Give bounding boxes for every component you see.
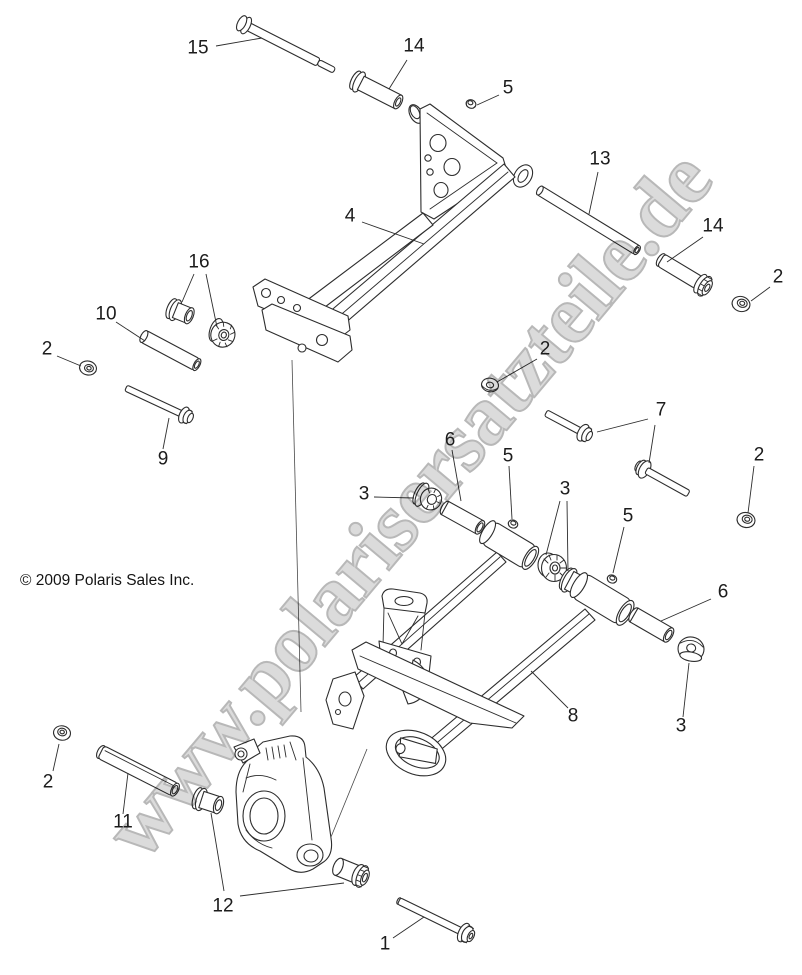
small-nut-top-icon — [465, 99, 477, 109]
callout-3-center: 3 — [559, 478, 571, 500]
spacer-tube-bottom-icon — [95, 745, 180, 797]
callout-5-center-left: 5 — [502, 445, 514, 467]
callout-3-lower-right: 3 — [675, 715, 687, 737]
callout-15: 15 — [187, 37, 209, 59]
bushing-3b-icon — [537, 552, 568, 583]
spacer-sleeve-right-icon — [628, 607, 675, 643]
flange-washer-center-icon — [480, 377, 500, 393]
leader-lines — [52, 37, 771, 939]
shoulder-bolt-right-icon — [655, 253, 713, 297]
flange-locknut-right-icon — [736, 511, 756, 529]
spacer-sleeve-center-icon — [439, 500, 486, 535]
callout-2-center: 2 — [539, 338, 551, 360]
spacer-sleeve-top-icon — [349, 70, 404, 110]
small-nut-center-right-icon — [606, 574, 618, 584]
flange-bolt-left-icon — [124, 385, 194, 425]
pivot-shaft-icon — [535, 185, 641, 256]
callout-16: 16 — [188, 251, 210, 273]
bushing-16b-icon — [208, 318, 236, 348]
callout-2-right: 2 — [753, 444, 765, 466]
copyright-text: © 2009 Polaris Sales Inc. — [20, 572, 195, 589]
callout-5-center-right: 5 — [622, 505, 634, 527]
bushing-3d-icon — [677, 636, 705, 662]
callout-2-bottom-left: 2 — [42, 771, 54, 793]
callout-2-left: 2 — [41, 338, 53, 360]
small-nut-center-left-icon — [507, 519, 519, 529]
callout-8: 8 — [567, 705, 579, 727]
hex-flange-bolt-bottom-icon — [396, 897, 476, 944]
flange-locknut-top-right-icon — [731, 295, 751, 313]
callout-6-center: 6 — [444, 429, 456, 451]
flange-locknut-bottom-left-icon — [52, 725, 72, 741]
callout-10: 10 — [95, 303, 117, 325]
flange-bolt-7b-icon — [634, 459, 690, 497]
bushing-3a-icon — [412, 482, 443, 511]
callout-14-top: 14 — [403, 35, 425, 57]
knuckle-bushing-left-icon — [191, 787, 225, 815]
knuckle-bushing-right-icon — [332, 857, 370, 888]
callout-2-top-right: 2 — [772, 266, 784, 288]
flange-bolt-7a-icon — [544, 410, 594, 443]
flange-locknut-left-icon — [78, 360, 97, 376]
long-pivot-bolt-icon — [235, 15, 336, 73]
callout-11: 11 — [113, 811, 133, 833]
callout-6-right: 6 — [717, 581, 729, 603]
callout-5-top: 5 — [502, 77, 514, 99]
a-arm-icon — [252, 103, 534, 363]
callout-1: 1 — [379, 933, 391, 955]
callout-14-right: 14 — [702, 215, 724, 237]
knuckle-icon — [233, 735, 333, 873]
callout-13: 13 — [589, 148, 611, 170]
callout-7: 7 — [655, 399, 667, 421]
callout-4: 4 — [344, 205, 356, 227]
callout-12: 12 — [212, 895, 234, 917]
pivot-bracket-icon — [351, 588, 525, 729]
bushing-16a-icon — [165, 298, 195, 325]
alignment-lines — [291, 359, 368, 838]
spacer-tube-left-icon — [139, 330, 202, 372]
callout-3-center-left: 3 — [358, 483, 370, 505]
callout-9: 9 — [157, 448, 169, 470]
